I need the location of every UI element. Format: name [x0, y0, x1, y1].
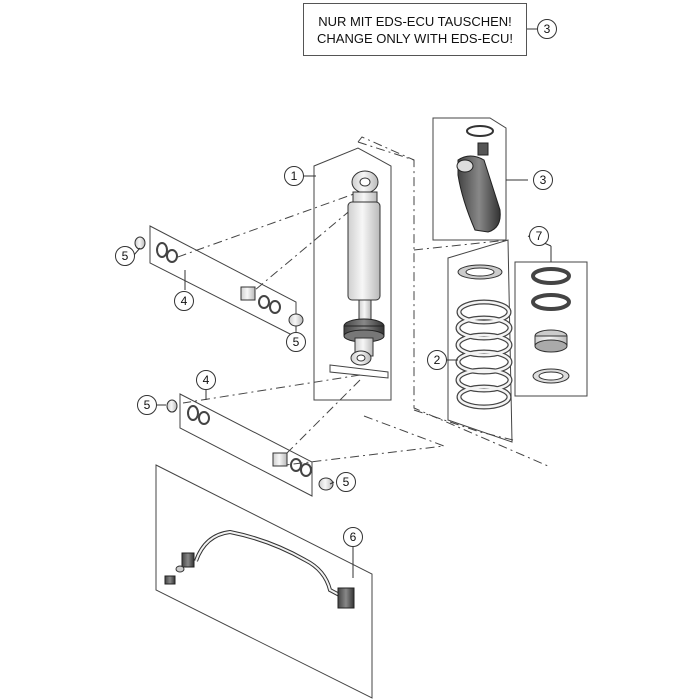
assembly-dash-lines [174, 136, 549, 467]
callout-bushing-kit-lower: 4 [196, 370, 216, 390]
spring-retainer-kit [514, 261, 588, 397]
bushing-kit-upper [134, 225, 304, 338]
eds-unit [432, 117, 507, 241]
callout-eds-unit: 3 [533, 170, 553, 190]
callout-spring-retainer-kit: 7 [529, 226, 549, 246]
spring [447, 239, 513, 443]
callout-spring: 2 [427, 350, 447, 370]
callout-notice-ref: 3 [537, 19, 557, 39]
callout-wiring-harness: 6 [343, 527, 363, 547]
callout-bolt-upper-right: 5 [286, 332, 306, 352]
shock-absorber-frame [313, 147, 392, 401]
callout-shock-absorber: 1 [284, 166, 304, 186]
notice-english-text: CHANGE ONLY WITH EDS-ECU! [317, 30, 513, 46]
notice-german-text: NUR MIT EDS-ECU TAUSCHEN! [318, 13, 512, 29]
replacement-notice-box: NUR MIT EDS-ECU TAUSCHEN! CHANGE ONLY WI… [303, 3, 527, 56]
callout-bolt-lower-left: 5 [137, 395, 157, 415]
shock-absorber [329, 170, 389, 379]
wiring-harness [155, 464, 373, 699]
callout-bolt-lower-right: 5 [336, 472, 356, 492]
callout-bushing-kit-upper: 4 [174, 291, 194, 311]
callout-bolt-upper-left: 5 [115, 246, 135, 266]
bushing-kit-lower [166, 393, 334, 497]
